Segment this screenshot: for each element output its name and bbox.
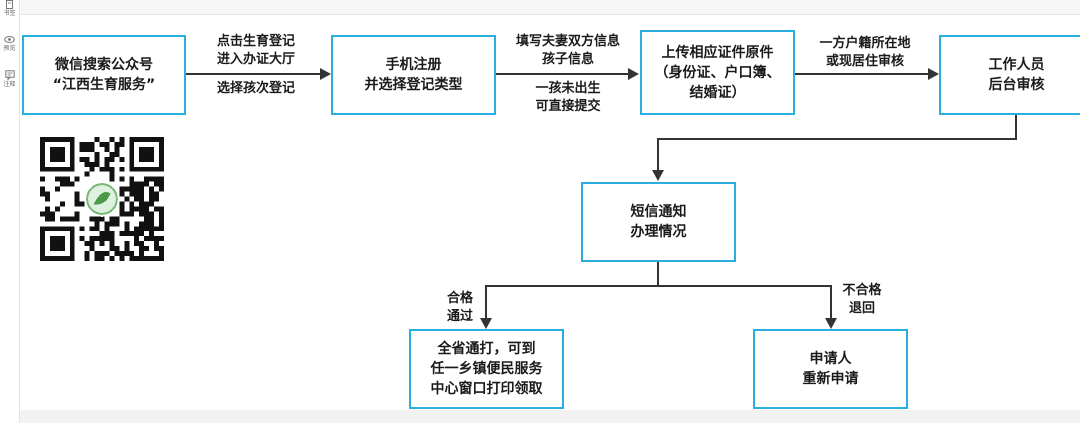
step-text: （身份证、户口簿、: [654, 64, 781, 81]
sidebar-preview-button[interactable]: 预览: [0, 35, 19, 53]
step-box-upload-documents: 上传相应证件原件 （身份证、户口簿、 结婚证）: [640, 30, 795, 115]
step-text: 手机注册: [385, 57, 442, 73]
sidebar-item-label: 注释: [3, 81, 16, 88]
connector-label: 选择孩次登记: [196, 80, 316, 98]
label-text: 退回: [848, 301, 875, 316]
step-text: 申请人: [809, 351, 852, 367]
label-text: 点击生育登记: [216, 34, 295, 49]
connector-line: [657, 138, 1017, 140]
step-text: “江西生育服务”: [52, 77, 156, 93]
bookmark-icon: [6, 0, 13, 9]
label-text: 选择孩次登记: [216, 81, 295, 96]
comment-icon: [4, 70, 15, 80]
label-text: 可直接提交: [535, 99, 601, 114]
step-text: 中心窗口打印领取: [430, 381, 543, 397]
arrow-down-icon: [825, 318, 837, 329]
label-text: 进入办证大厅: [216, 52, 295, 67]
connector-line: [496, 73, 628, 75]
step-box-staff-review: 工作人员 后台审核: [939, 35, 1080, 115]
step-text: 短信通知: [630, 204, 687, 220]
step-box-reapply: 申请人 重新申请: [753, 329, 908, 409]
viewer-sidebar: 书签 预览 注释: [0, 0, 20, 423]
qr-code-icon: [40, 137, 164, 261]
step-text: 任一乡镇便民服务: [430, 361, 543, 377]
connector-line: [657, 138, 659, 171]
step-box-phone-register: 手机注册 并选择登记类型: [331, 35, 496, 115]
step-text: 全省通打，可到: [437, 341, 536, 357]
step-text: 工作人员: [988, 57, 1045, 73]
connector-line: [186, 73, 320, 75]
step-box-wechat-search: 微信搜索公众号 “江西生育服务”: [22, 35, 186, 115]
label-text: 不合格: [842, 283, 882, 298]
step-text: 重新申请: [802, 371, 859, 387]
sidebar-item-label: 预览: [3, 45, 16, 52]
connector-line: [830, 285, 832, 319]
sidebar-item-label: 书签: [3, 10, 16, 17]
arrow-right-icon: [628, 68, 639, 80]
label-text: 一孩未出生: [535, 81, 601, 96]
connector-label: 一孩未出生 可直接提交: [500, 80, 636, 116]
connector-label: 一方户籍所在地 或现居住审核: [800, 35, 930, 71]
label-text: 或现居住审核: [825, 54, 904, 69]
label-text: 通过: [446, 309, 473, 324]
step-text: 办理情况: [630, 224, 687, 240]
step-box-sms-notice: 短信通知 办理情况: [581, 182, 736, 262]
arrow-right-icon: [928, 68, 939, 80]
arrow-right-icon: [320, 68, 331, 80]
label-text: 孩子信息: [541, 52, 594, 67]
label-text: 合格: [446, 291, 473, 306]
connector-line: [485, 285, 487, 319]
step-box-print-collect: 全省通打，可到 任一乡镇便民服务 中心窗口打印领取: [409, 329, 564, 409]
step-text: 微信搜索公众号: [55, 57, 153, 73]
connector-line: [795, 73, 928, 75]
step-text: 并选择登记类型: [364, 77, 463, 93]
arrow-down-icon: [652, 170, 664, 181]
arrow-down-icon: [480, 318, 492, 329]
connector-label: 点击生育登记 进入办证大厅: [196, 33, 316, 69]
connector-line: [1015, 115, 1017, 140]
step-text: 后台审核: [988, 77, 1045, 93]
pass-label: 合格 通过: [438, 290, 482, 326]
connector-label: 填写夫妻双方信息 孩子信息: [500, 33, 636, 69]
step-text: 上传相应证件原件: [661, 44, 774, 61]
sidebar-bookmark-button[interactable]: 书签: [0, 0, 19, 18]
fail-label: 不合格 退回: [836, 282, 888, 318]
step-text: 结婚证）: [689, 84, 746, 101]
page-bottom-edge: [20, 410, 1080, 423]
label-text: 填写夫妻双方信息: [515, 34, 620, 49]
page-top-edge: [20, 0, 1080, 15]
label-text: 一方户籍所在地: [819, 36, 911, 51]
connector-line: [485, 285, 832, 287]
eye-icon: [4, 36, 15, 43]
sidebar-comment-button[interactable]: 注释: [0, 70, 19, 89]
connector-line: [657, 262, 659, 287]
